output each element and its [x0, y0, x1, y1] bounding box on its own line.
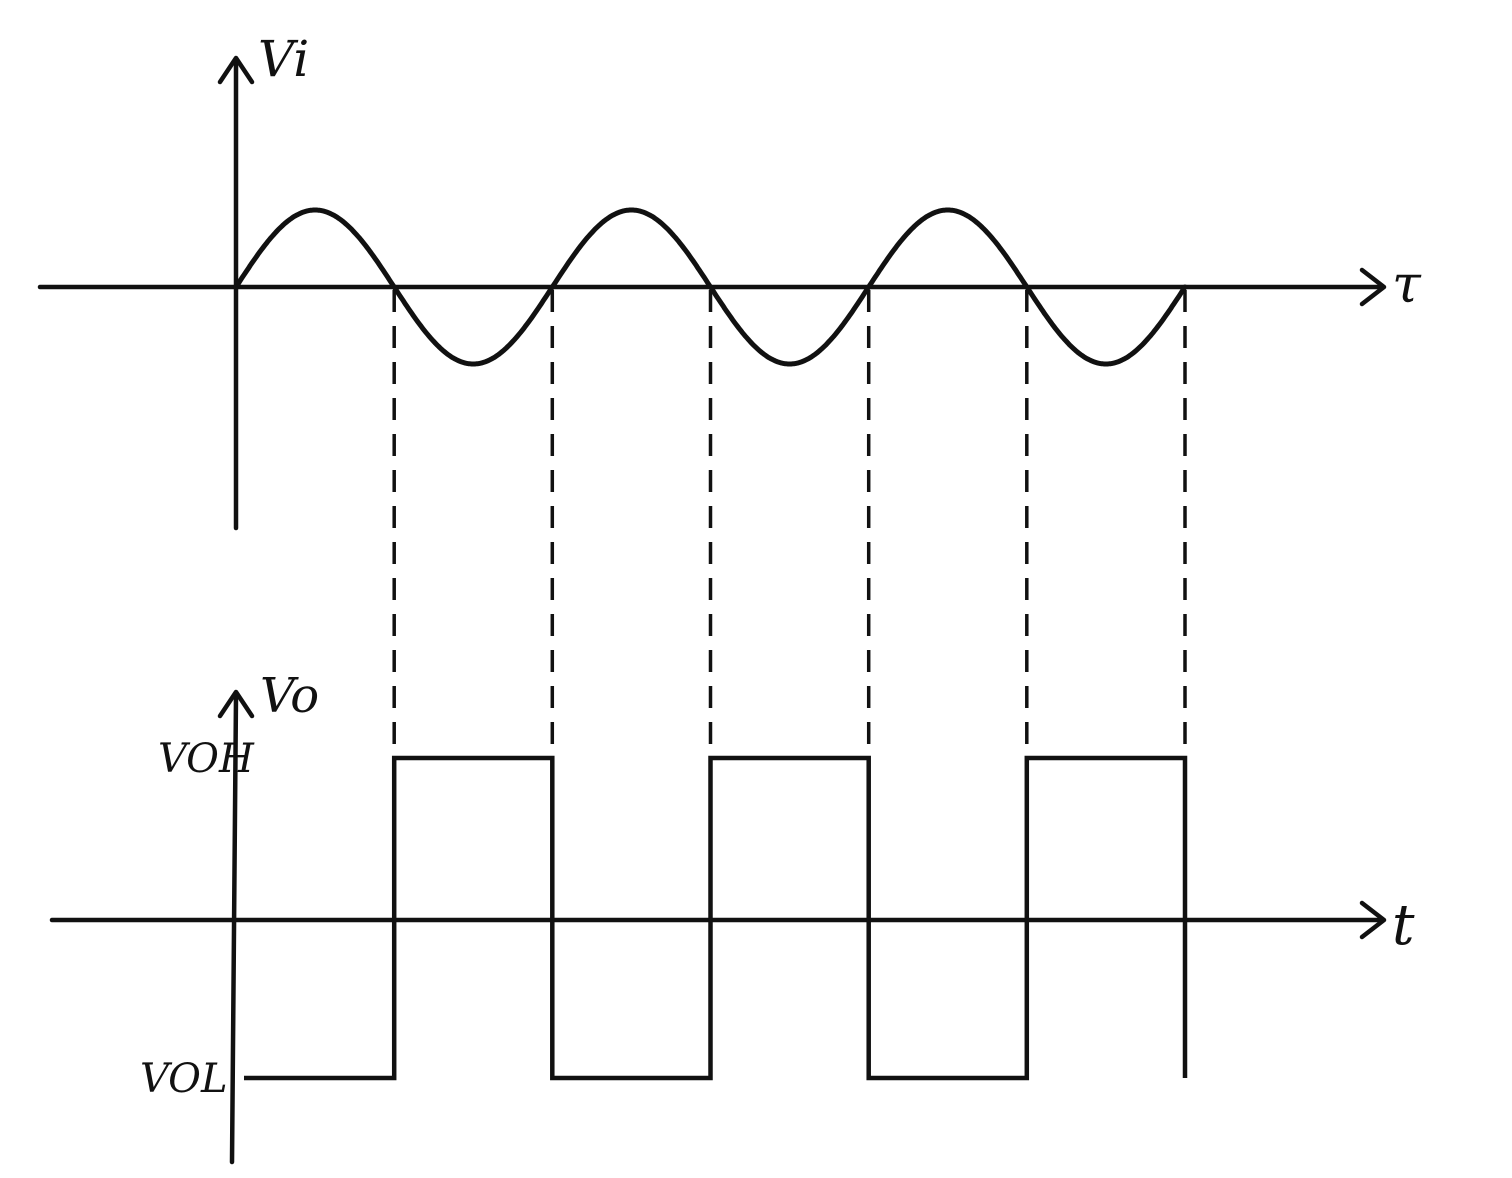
input-x-axis-arrowhead — [1359, 267, 1387, 307]
output-low-level-label: VOL — [140, 1056, 228, 1102]
input-x-label: τ — [1392, 255, 1422, 315]
projection-lines — [392, 290, 1187, 1078]
input-y-label: Vi — [258, 30, 309, 88]
input-y-axis-arrowhead — [217, 55, 255, 85]
output-y-axis — [229, 693, 239, 1165]
input-sine-wave — [233, 207, 1188, 367]
output-y-label: Vo — [260, 668, 319, 724]
output-y-axis-arrowhead — [217, 689, 255, 719]
output-x-label: t — [1392, 893, 1415, 958]
output-high-level-label: VOH — [158, 736, 255, 782]
output-square-wave — [244, 755, 1188, 1081]
output-x-axis-arrowhead — [1359, 900, 1387, 940]
